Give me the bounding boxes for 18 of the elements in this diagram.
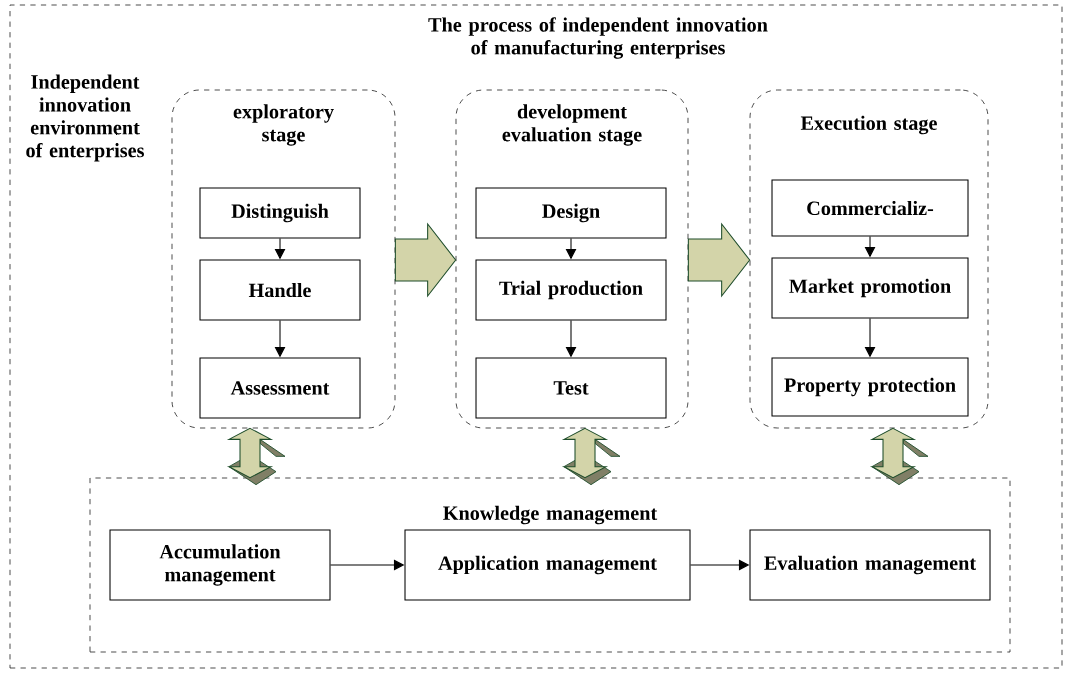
title: The process of independent innovation of manufacturing enterprises	[428, 17, 768, 59]
process-box: Commercializ-	[771, 179, 969, 237]
process-box: Trial production	[475, 259, 667, 321]
block-arrow	[394, 222, 457, 298]
process-box: Property protection	[771, 357, 969, 417]
process-box: Evaluation management	[749, 529, 991, 601]
process-box: Handle	[199, 259, 361, 321]
process-box: Design	[475, 187, 667, 239]
process-box: Distinguish	[199, 187, 361, 239]
process-box: Accumulation management	[109, 529, 331, 601]
process-box: Assessment	[199, 357, 361, 419]
block-arrow	[687, 222, 751, 298]
process-box: Test	[475, 357, 667, 419]
process-box: Application management	[404, 529, 691, 601]
double-arrow	[869, 427, 929, 486]
double-arrow	[561, 427, 621, 486]
double-arrow	[226, 427, 286, 486]
process-box: Market promotion	[771, 257, 969, 319]
